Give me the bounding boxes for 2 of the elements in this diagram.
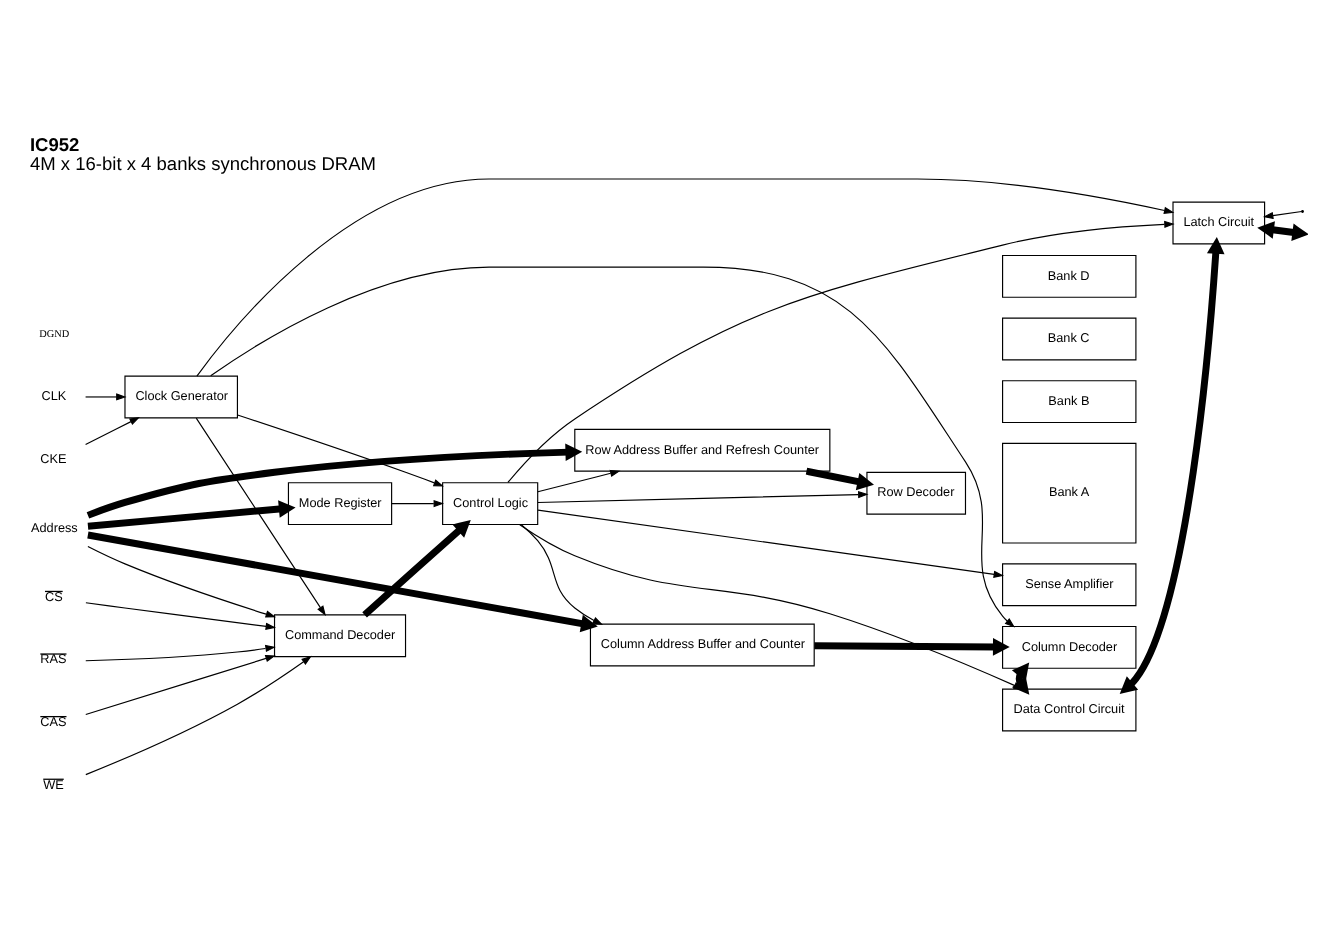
caption: 4M x 16-bit x 4 banks synchronous DRAM bbox=[29, 152, 376, 173]
diagram-title: IC952 bbox=[29, 133, 80, 154]
